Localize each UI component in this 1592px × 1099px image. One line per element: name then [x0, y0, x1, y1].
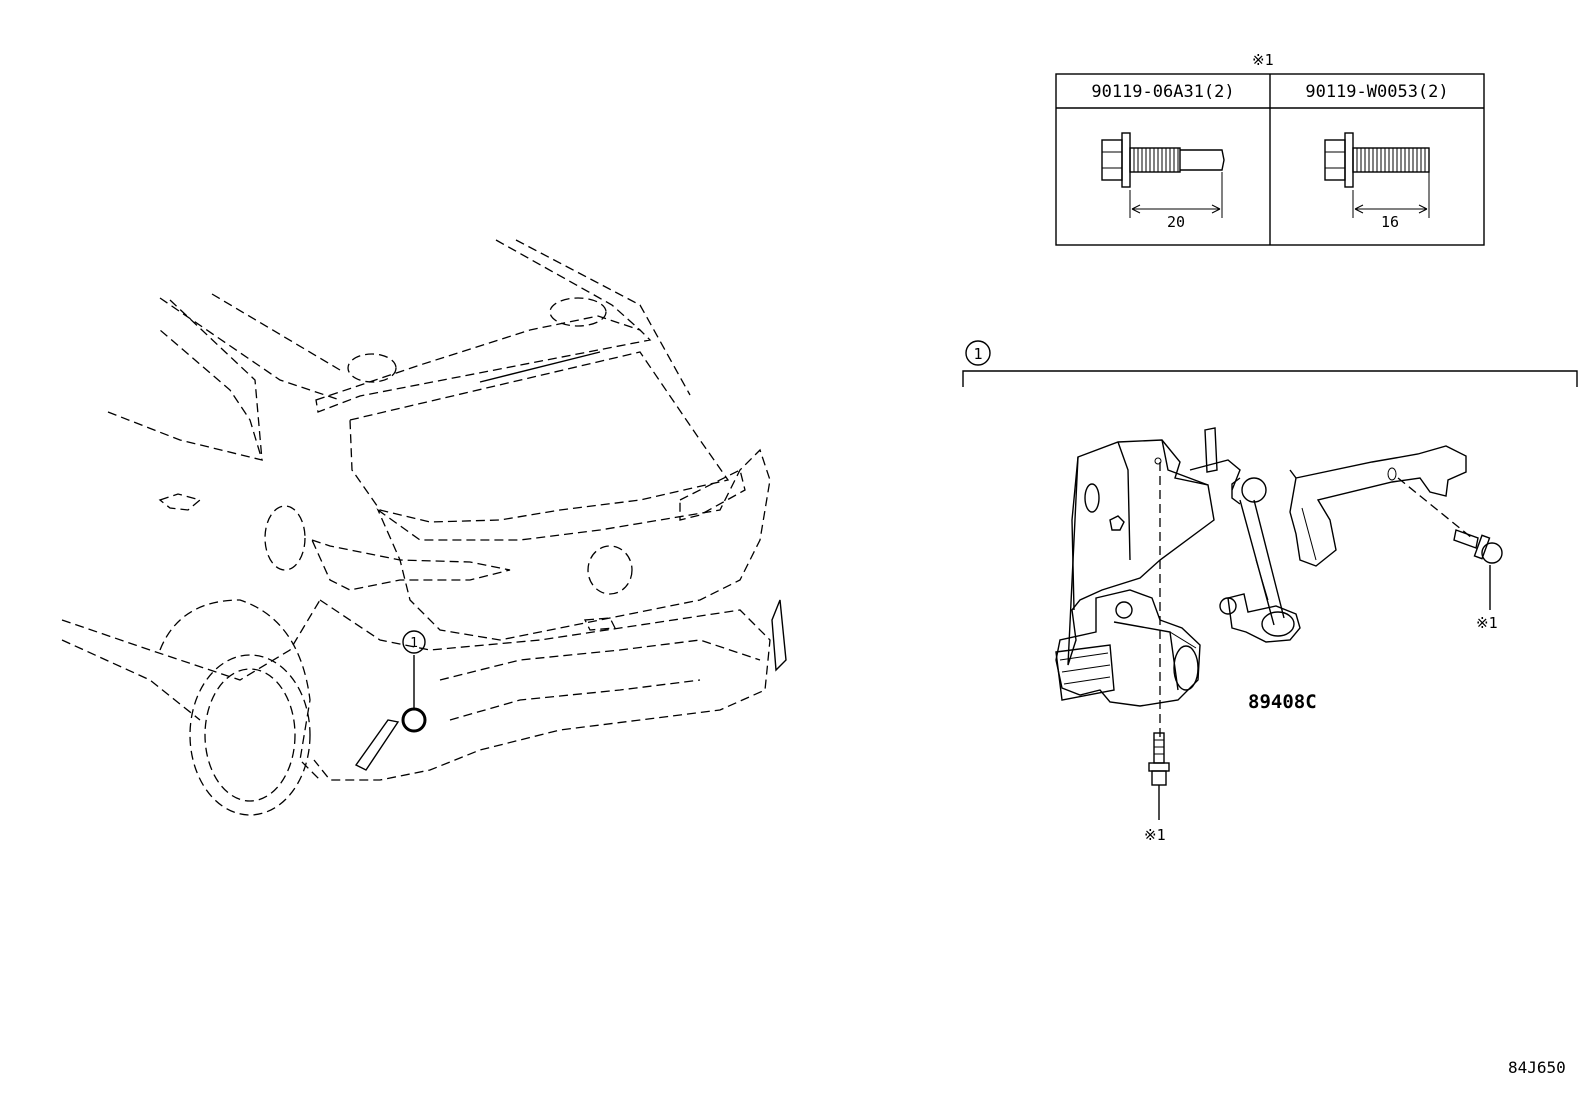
flange-bolt-icon-2 [1324, 132, 1430, 218]
bolt-table: ※1 90119-06A31(2) 90119-W0053(2) [1055, 51, 1485, 246]
bolt-part-number-1: 90119-06A31(2) [1091, 82, 1234, 102]
vehicle-callout-number: 1 [410, 636, 418, 651]
bolt-length-1: 20 [1167, 213, 1185, 231]
flange-bolt-icon-1 [1101, 132, 1225, 218]
lower-bolt-ref: ※1 [1144, 826, 1166, 844]
upper-bolt-ref: ※1 [1476, 614, 1498, 632]
vehicle-callout-circle [402, 630, 426, 654]
bolt-part-number-2: 90119-W0053(2) [1305, 82, 1448, 102]
height-control-sensor-drawing [1055, 427, 1503, 820]
diagram-code: 84J650 [1508, 1058, 1566, 1077]
lower-bolt-icon [1148, 732, 1170, 820]
vehicle-rear-view [61, 239, 787, 816]
sensor-location-marker [401, 707, 427, 733]
assembly-callout-number: 1 [973, 345, 982, 363]
table-marker: ※1 [1252, 51, 1274, 69]
bolt-length-2: 16 [1381, 213, 1399, 231]
sensor-part-number: 89408C [1248, 691, 1317, 713]
upper-bolt-icon [1453, 529, 1503, 610]
assembly-callout-circle [965, 340, 991, 366]
assembly-bracket: 1 [962, 340, 1578, 387]
assembly-bracket-line [962, 370, 1578, 387]
